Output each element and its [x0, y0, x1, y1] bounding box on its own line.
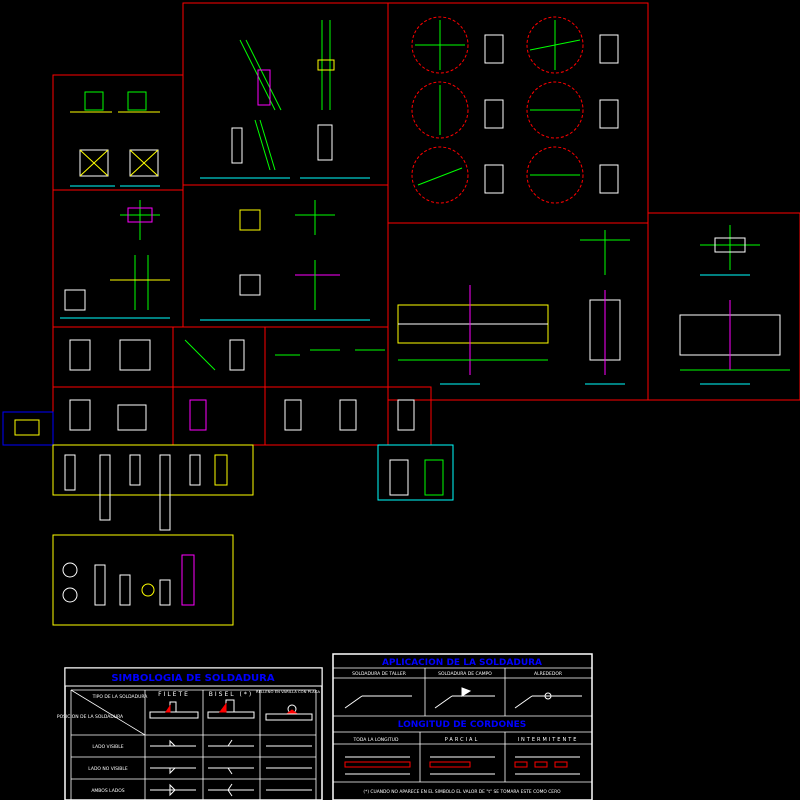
- detail-drawings: [14, 16, 790, 606]
- col-campo: SOLDADURA DE CAMPO: [438, 671, 492, 677]
- table-aplicacion-note: (*) CUANDO NO APARECE EN EL SIMBOLO EL V…: [363, 789, 561, 795]
- table-aplicacion: APLICACION DE LA SOLDADURA SOLDADURA DE …: [332, 653, 593, 800]
- drawing-beam-column-b: [200, 200, 370, 321]
- frame-detail-k: [52, 386, 174, 446]
- table-aplicacion-subtitle: LONGITUD DE CORDONES: [398, 720, 527, 730]
- table-simbologia-title: SIMBOLOGIA DE SOLDADURA: [111, 673, 275, 684]
- frame-detail-g: [647, 212, 800, 401]
- table-simbologia-title-bar: [64, 667, 323, 687]
- length-symbols: [344, 756, 580, 775]
- table-aplicacion-frame: [332, 653, 593, 800]
- drawing-beam-elevation: [397, 230, 630, 385]
- frame-detail-f: [387, 222, 649, 401]
- detail-frames: [2, 2, 800, 626]
- drawing-beam-section: [679, 225, 790, 385]
- col-intermitente: INTERMITENTE: [518, 737, 579, 743]
- drawing-small-details: [14, 339, 444, 606]
- col-header-tipo: TIPO DE LA SOLDADURA: [92, 694, 149, 700]
- drawing-brace-connections: [200, 20, 370, 179]
- row-header-posicion: POSICION DE LA SOLDADURA: [57, 714, 124, 720]
- frame-detail-p: [52, 444, 254, 496]
- frame-detail-o: [2, 411, 54, 446]
- frame-detail-n: [387, 386, 432, 446]
- col-parcial: PARCIAL: [445, 737, 480, 743]
- frame-detail-d: [52, 189, 184, 328]
- row-lado-visible: LADO VISIBLE: [92, 744, 123, 750]
- frame-detail-c: [387, 2, 649, 224]
- frame-detail-a: [52, 74, 184, 191]
- col-alrededor: ALREDEDOR: [534, 671, 562, 677]
- frame-detail-j: [264, 326, 389, 388]
- drawing-column-base-a: [70, 91, 160, 187]
- table-simbologia-frame: [64, 667, 323, 800]
- col-relleno: RELLENO EN VARILLA CON PLACA: [256, 689, 320, 694]
- drawing-circular-details: [411, 16, 619, 204]
- drawing-beam-column-a: [60, 200, 170, 319]
- col-toda-longitud: TODA LA LONGITUD: [353, 737, 399, 743]
- weld-symbol-sketches: [149, 699, 313, 797]
- row-lado-no-visible: LADO NO VISIBLE: [88, 766, 128, 772]
- frame-detail-l: [172, 386, 266, 446]
- col-bisel: BISEL (*): [209, 691, 253, 698]
- col-taller: SOLDADURA DE TALLER: [352, 671, 406, 677]
- application-symbols: [344, 687, 582, 709]
- row-ambos-lados: AMBOS LADOS: [91, 788, 124, 794]
- frame-detail-h: [52, 326, 174, 388]
- frame-detail-q: [377, 444, 454, 501]
- table-aplicacion-title: APLICACION DE LA SOLDADURA: [382, 658, 542, 668]
- frame-detail-r: [52, 534, 234, 626]
- table-simbologia: SIMBOLOGIA DE SOLDADURA TIPO DE LA SOLDA…: [57, 667, 323, 800]
- col-filete: FILETE: [158, 691, 190, 698]
- frame-detail-i: [172, 326, 266, 388]
- frame-detail-b: [182, 2, 389, 186]
- frame-detail-e: [182, 184, 389, 328]
- frame-detail-m: [264, 386, 389, 446]
